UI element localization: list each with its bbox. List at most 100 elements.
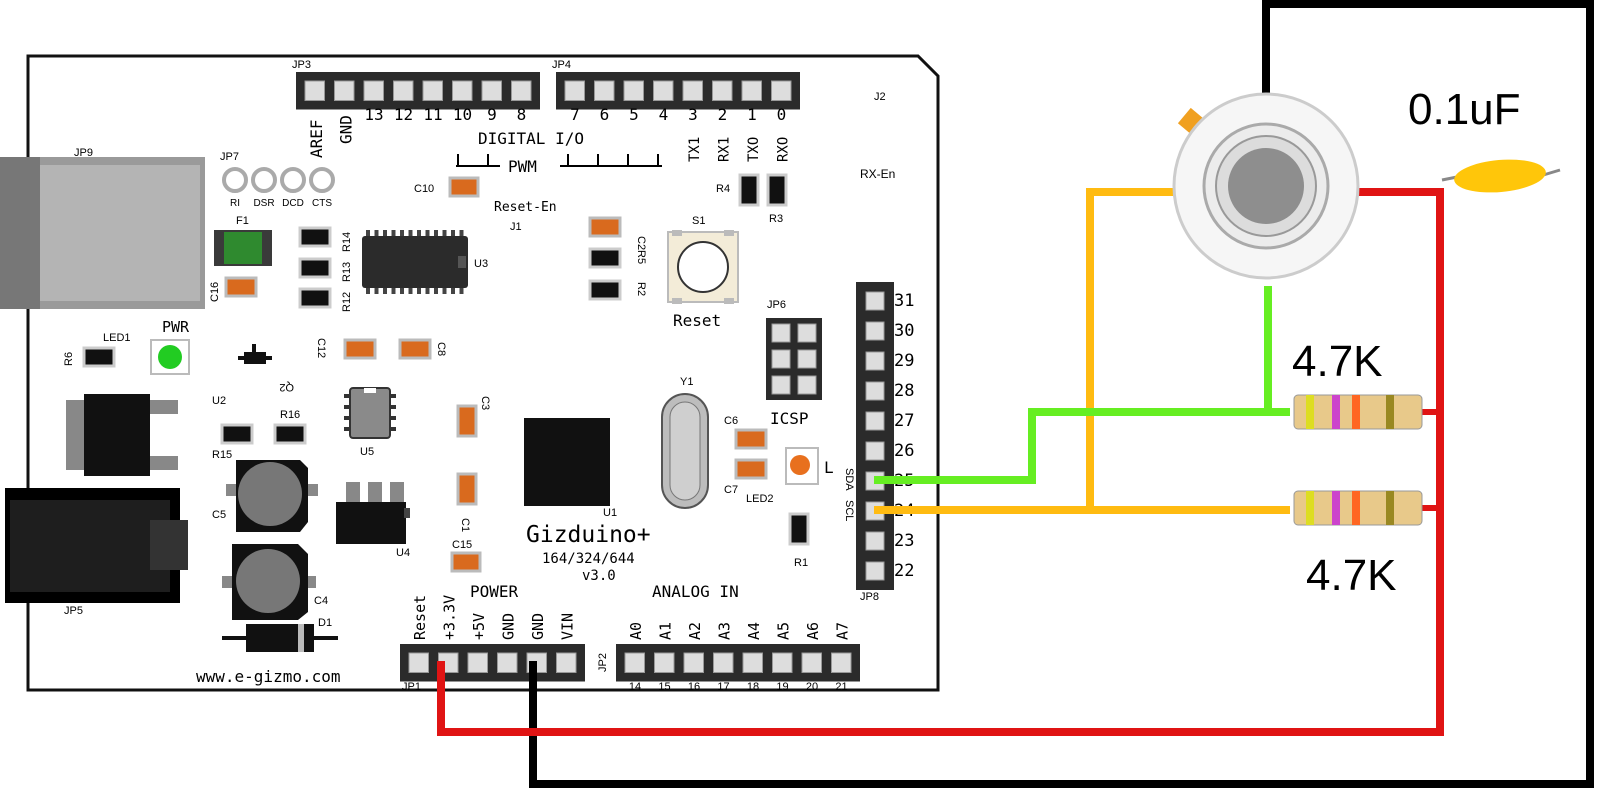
jp3-pin bbox=[393, 80, 414, 101]
jp3-pin bbox=[334, 80, 355, 101]
cap-c7 bbox=[734, 458, 768, 480]
usb-connector bbox=[0, 157, 205, 309]
jp4-body bbox=[556, 72, 800, 110]
analog-pin-label: A0 bbox=[627, 622, 645, 640]
reset-en-label: Reset-En bbox=[494, 200, 557, 215]
analog-pin-number: 16 bbox=[688, 681, 700, 693]
r14-label: R14 bbox=[341, 232, 353, 252]
wire-gnd-black bbox=[529, 0, 1594, 788]
jp2-body bbox=[616, 644, 860, 682]
jp4-pin bbox=[741, 80, 762, 101]
c1-label: C1 bbox=[459, 518, 471, 532]
jp8-pin-label: 27 bbox=[894, 411, 914, 431]
analog-in-label: ANALOG IN bbox=[652, 582, 739, 601]
u5-pin bbox=[388, 405, 396, 409]
ic-u5 bbox=[344, 387, 396, 439]
analog-pin-label: A4 bbox=[745, 622, 763, 640]
u3-pin bbox=[425, 230, 430, 238]
jp8-pin bbox=[865, 441, 885, 461]
pwm-label: PWM bbox=[508, 157, 537, 176]
u3-pin bbox=[451, 286, 455, 294]
icsp-pin bbox=[797, 375, 817, 395]
jp4-pin-label: 6 bbox=[600, 105, 610, 124]
jp1-pin bbox=[467, 652, 488, 673]
analog-pin-label: A3 bbox=[716, 622, 734, 640]
jp7-pin-label: DCD bbox=[282, 198, 304, 209]
jp8-pin bbox=[865, 531, 885, 551]
analog-pin-number: 14 bbox=[629, 681, 641, 693]
u3-pin bbox=[383, 230, 387, 238]
icsp-pin bbox=[771, 375, 791, 395]
jp8-pin-label: 28 bbox=[894, 381, 914, 401]
transistor-q2 bbox=[238, 344, 272, 364]
res-r16 bbox=[273, 423, 307, 445]
jp3-pin-label: 8 bbox=[517, 105, 527, 124]
cap-c8 bbox=[398, 338, 432, 360]
u3-pin bbox=[434, 286, 438, 294]
u3-pin bbox=[408, 230, 413, 238]
jp8-pin-label: 22 bbox=[894, 561, 914, 581]
c4-label: C4 bbox=[314, 595, 328, 607]
jp4-pin bbox=[653, 80, 674, 101]
j2-label: J2 bbox=[874, 91, 886, 103]
pwr-led bbox=[150, 339, 190, 375]
jp1-body bbox=[400, 644, 585, 682]
capacitor-0-1uf bbox=[1454, 159, 1546, 193]
jp3-label: JP3 bbox=[292, 59, 311, 71]
r1-label: R1 bbox=[794, 557, 808, 569]
ic-u3 bbox=[362, 230, 468, 294]
u1-label: U1 bbox=[603, 507, 617, 519]
u3-pin bbox=[374, 230, 379, 238]
u3-pin bbox=[391, 230, 396, 238]
power-pin-label: +5V bbox=[470, 613, 488, 640]
jp3-pin-label: AREF bbox=[307, 119, 326, 158]
jp4-pin-label: 0 bbox=[777, 105, 787, 124]
u5-label: U5 bbox=[360, 446, 374, 458]
c10-label: C10 bbox=[414, 183, 434, 195]
power-pin-label: Reset bbox=[411, 595, 429, 640]
u4-label: U4 bbox=[396, 547, 410, 559]
jp4-sub-label: TX1 bbox=[687, 137, 703, 162]
res-r15 bbox=[220, 423, 254, 445]
wire-scl-orange bbox=[874, 188, 1290, 514]
jp8-pin-label: 31 bbox=[894, 291, 914, 311]
power-pin-label: VIN bbox=[559, 613, 577, 640]
analog-pin-number: 17 bbox=[717, 681, 729, 693]
u3-pin bbox=[442, 230, 447, 238]
u3-pin bbox=[417, 230, 421, 238]
r3-label: R3 bbox=[769, 213, 783, 225]
u5-pin bbox=[388, 394, 396, 398]
jp9-label: JP9 bbox=[74, 147, 93, 159]
jp4-pin bbox=[594, 80, 615, 101]
resistor-bottom-label: 4.7K bbox=[1306, 551, 1397, 600]
jp3-body bbox=[296, 72, 540, 110]
led2-label: LED2 bbox=[746, 493, 774, 505]
mcu-u1 bbox=[524, 418, 610, 506]
jp3-pin bbox=[422, 80, 443, 101]
j1-label: J1 bbox=[510, 221, 522, 233]
resistor-top bbox=[1293, 394, 1423, 430]
jp2-pin bbox=[801, 652, 822, 673]
jp2-pin bbox=[683, 652, 704, 673]
u5-pin bbox=[344, 427, 352, 431]
resistors-r12-r14 bbox=[298, 226, 332, 309]
u3-pin bbox=[451, 230, 455, 238]
u3-pin bbox=[459, 286, 464, 294]
u5-pin bbox=[388, 427, 396, 431]
jp4-pin-label: 1 bbox=[747, 105, 757, 124]
jp4-pin-label: 3 bbox=[688, 105, 698, 124]
c16-label: C16 bbox=[209, 282, 221, 302]
reset-switch[interactable] bbox=[667, 230, 739, 304]
jp1-pin bbox=[497, 652, 518, 673]
jp5-label: JP5 bbox=[64, 605, 83, 617]
jp4-pin-label: 7 bbox=[570, 105, 580, 124]
icsp-pin bbox=[797, 323, 817, 343]
u5-pin bbox=[388, 416, 396, 420]
analog-pin-label: A1 bbox=[657, 622, 675, 640]
jp3-pin-label: 11 bbox=[423, 105, 442, 124]
pwr-label: PWR bbox=[162, 318, 190, 336]
led-l-label: L bbox=[824, 458, 834, 477]
jp2-label: JP2 bbox=[597, 653, 609, 672]
